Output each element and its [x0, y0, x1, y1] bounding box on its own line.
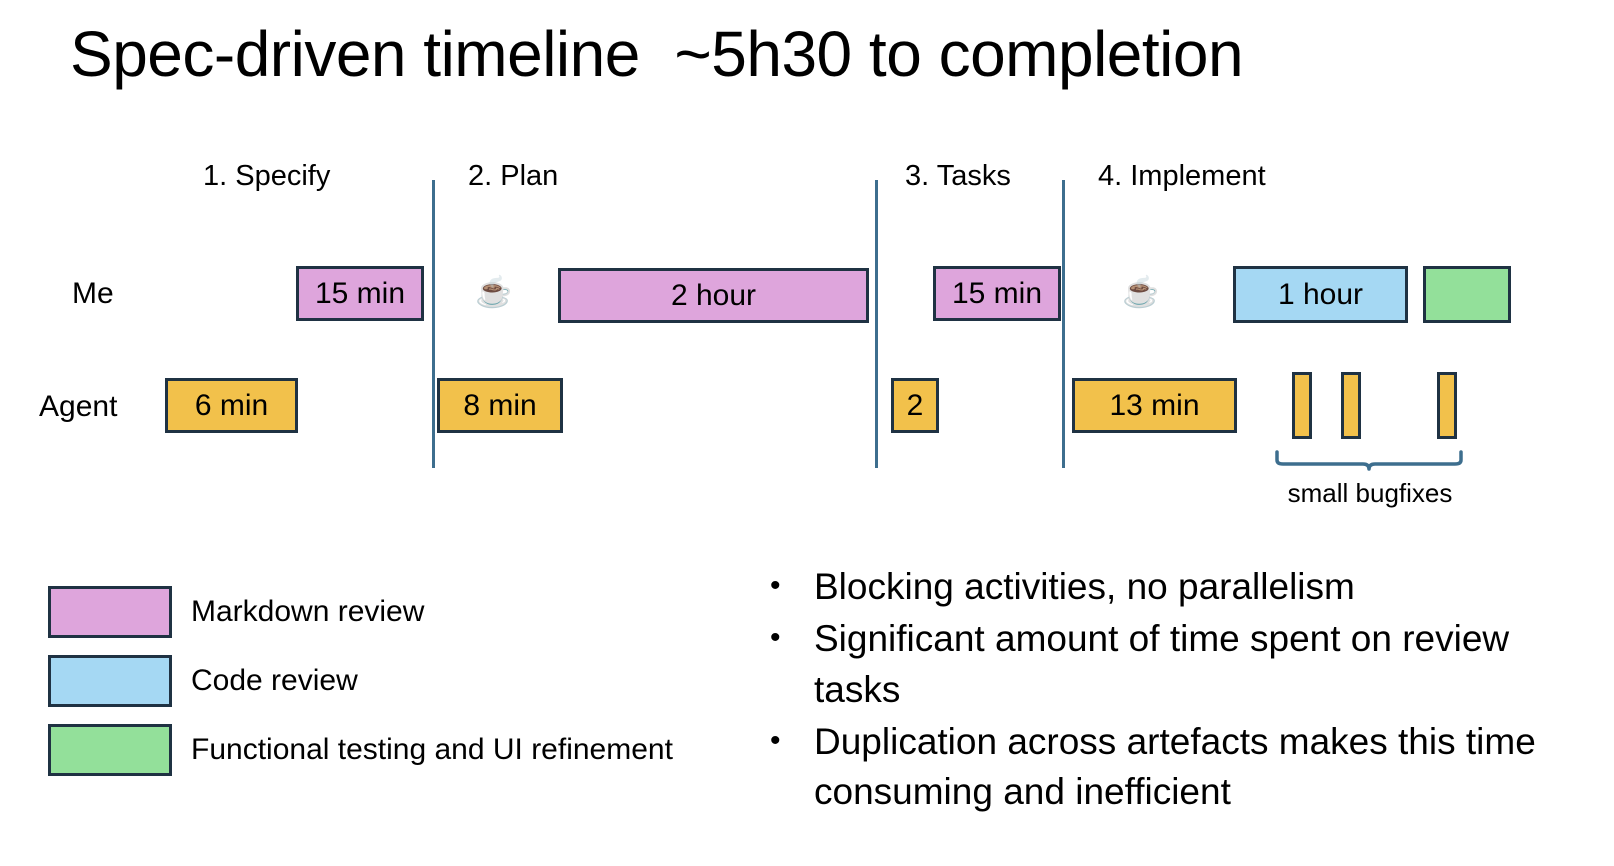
- agent-bar-bugfix-1[interactable]: [1292, 372, 1312, 439]
- legend-label-functional-testing: Functional testing and UI refinement: [191, 733, 673, 766]
- phase-divider-1: [432, 180, 435, 468]
- phase-divider-3: [1062, 180, 1065, 468]
- key-takeaways-list: • Blocking activities, no parallelism • …: [770, 562, 1560, 820]
- list-item: • Duplication across artefacts makes thi…: [770, 717, 1560, 818]
- agent-bar-bugfix-2[interactable]: [1341, 372, 1361, 439]
- agent-bar-tasks-2min[interactable]: 2: [891, 378, 939, 433]
- row-label-agent: Agent: [39, 390, 118, 423]
- legend-swatch-functional-testing: [48, 724, 172, 776]
- coffee-cup-icon-2: ☕: [1122, 276, 1160, 309]
- legend-label-code-review: Code review: [191, 664, 358, 697]
- me-bar-plan-2hour[interactable]: 2 hour: [558, 268, 869, 323]
- bullet-marker-icon: •: [770, 569, 781, 602]
- phase-label-implement: 4. Implement: [1098, 160, 1266, 192]
- legend-swatch-code-review: [48, 655, 172, 707]
- agent-bar-plan-8min[interactable]: 8 min: [437, 378, 563, 433]
- legend-item-markdown-review: Markdown review: [48, 586, 748, 655]
- agent-bar-implement-13min[interactable]: 13 min: [1072, 378, 1237, 433]
- bugfix-brace-icon: [1275, 450, 1463, 471]
- me-bar-specify-15min[interactable]: 15 min: [296, 266, 424, 321]
- list-item-text: Blocking activities, no parallelism: [814, 566, 1355, 607]
- me-bar-implement-1hour[interactable]: 1 hour: [1233, 266, 1408, 323]
- list-item-text: Duplication across artefacts makes this …: [814, 720, 1536, 813]
- phase-divider-2: [875, 180, 878, 468]
- legend: Markdown review Code review Functional t…: [48, 586, 748, 793]
- list-item-text: Significant amount of time spent on revi…: [814, 618, 1510, 710]
- page-title: Spec-driven timeline ~5h30 to completion: [70, 18, 1244, 90]
- legend-item-code-review: Code review: [48, 655, 748, 724]
- me-bar-implement-functional-testing[interactable]: [1423, 266, 1511, 323]
- legend-item-functional-testing: Functional testing and UI refinement: [48, 724, 748, 793]
- row-label-me: Me: [72, 277, 114, 310]
- legend-label-markdown-review: Markdown review: [191, 595, 425, 628]
- agent-bar-bugfix-3[interactable]: [1437, 372, 1457, 439]
- phase-label-tasks: 3. Tasks: [905, 160, 1011, 192]
- agent-bar-specify-6min[interactable]: 6 min: [165, 378, 298, 433]
- phase-label-specify: 1. Specify: [203, 160, 331, 192]
- list-item: • Significant amount of time spent on re…: [770, 614, 1560, 715]
- timeline-chart: 1. Specify 2. Plan 3. Tasks 4. Implement…: [0, 150, 1614, 520]
- legend-swatch-markdown-review: [48, 586, 172, 638]
- bullet-marker-icon: •: [770, 723, 781, 757]
- me-bar-tasks-15min[interactable]: 15 min: [933, 266, 1061, 321]
- phase-label-plan: 2. Plan: [468, 160, 559, 192]
- coffee-cup-icon: ☕: [475, 276, 513, 309]
- list-item: • Blocking activities, no parallelism: [770, 562, 1560, 612]
- bullet-marker-icon: •: [770, 621, 781, 655]
- bugfix-caption: small bugfixes: [1287, 478, 1453, 508]
